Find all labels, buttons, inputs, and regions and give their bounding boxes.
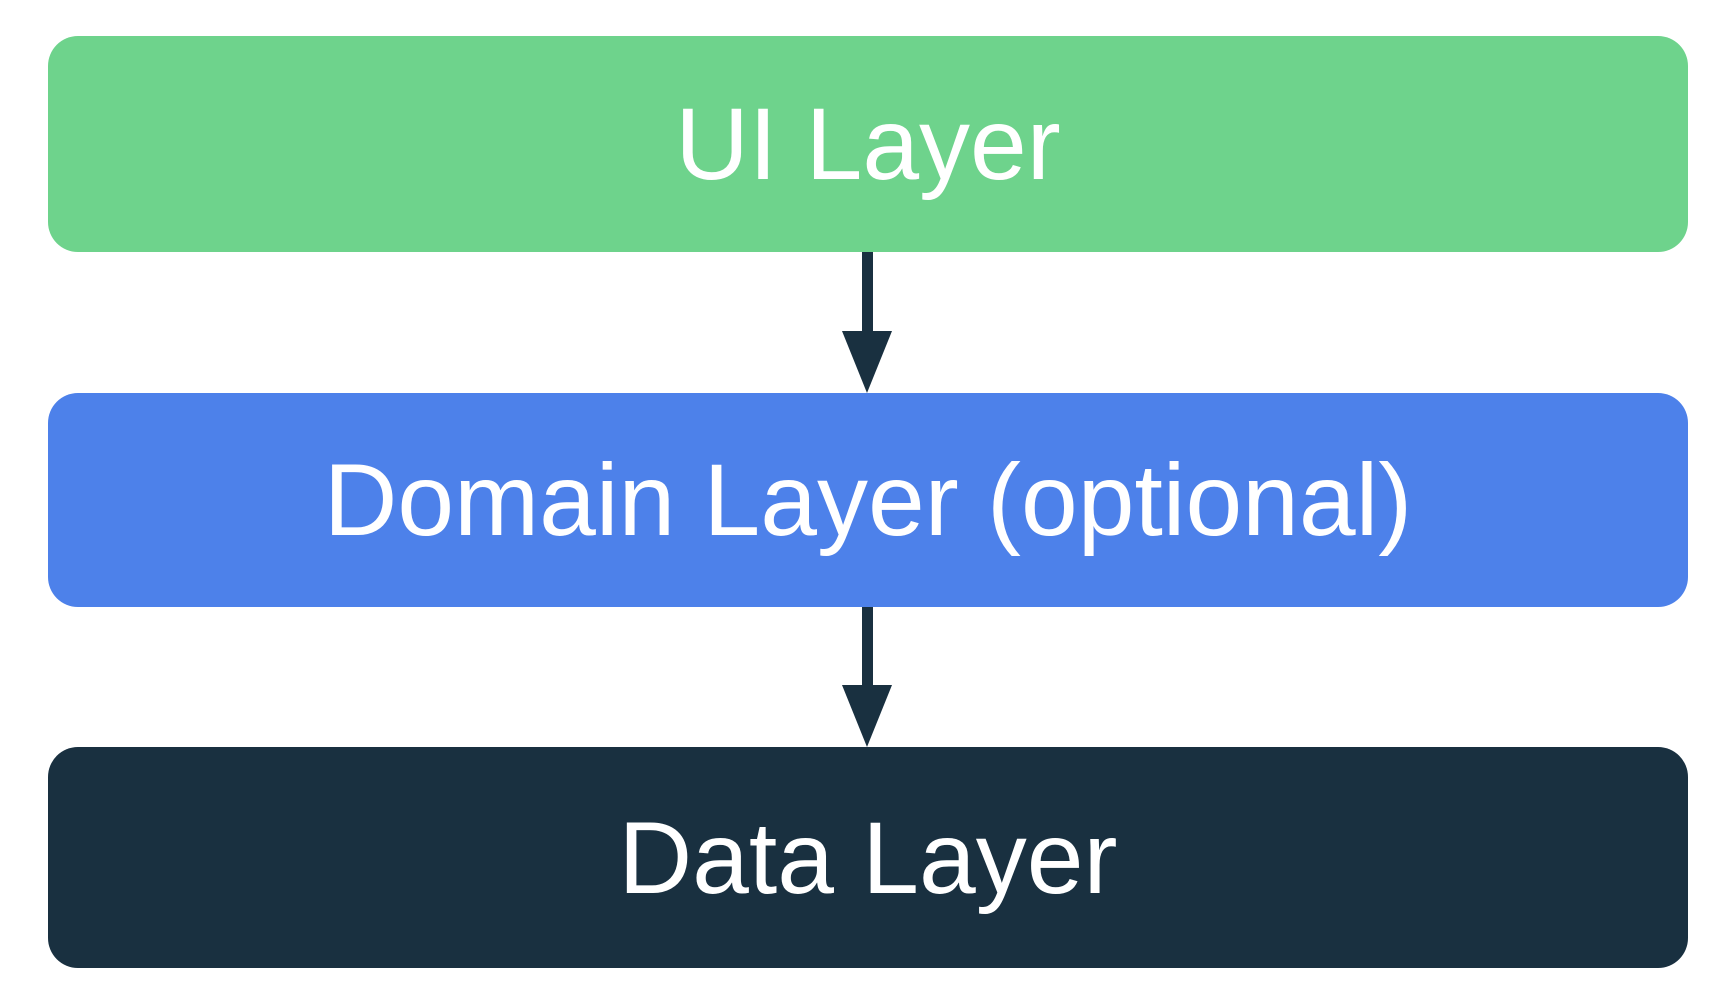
domain-layer-box: Domain Layer (optional)	[48, 393, 1688, 607]
arrow-down-ui-to-domain-icon	[842, 252, 892, 393]
ui-layer-box: UI Layer	[48, 36, 1688, 252]
arrow-head	[842, 685, 892, 747]
data-layer-label: Data Layer	[618, 800, 1118, 915]
arrow-shaft	[861, 607, 873, 685]
arrow-shaft	[861, 252, 873, 331]
arrow-head	[842, 331, 892, 393]
domain-layer-label: Domain Layer (optional)	[323, 443, 1413, 557]
ui-layer-label: UI Layer	[675, 87, 1061, 201]
arrow-down-domain-to-data-icon	[842, 607, 892, 747]
data-layer-box: Data Layer	[48, 747, 1688, 968]
